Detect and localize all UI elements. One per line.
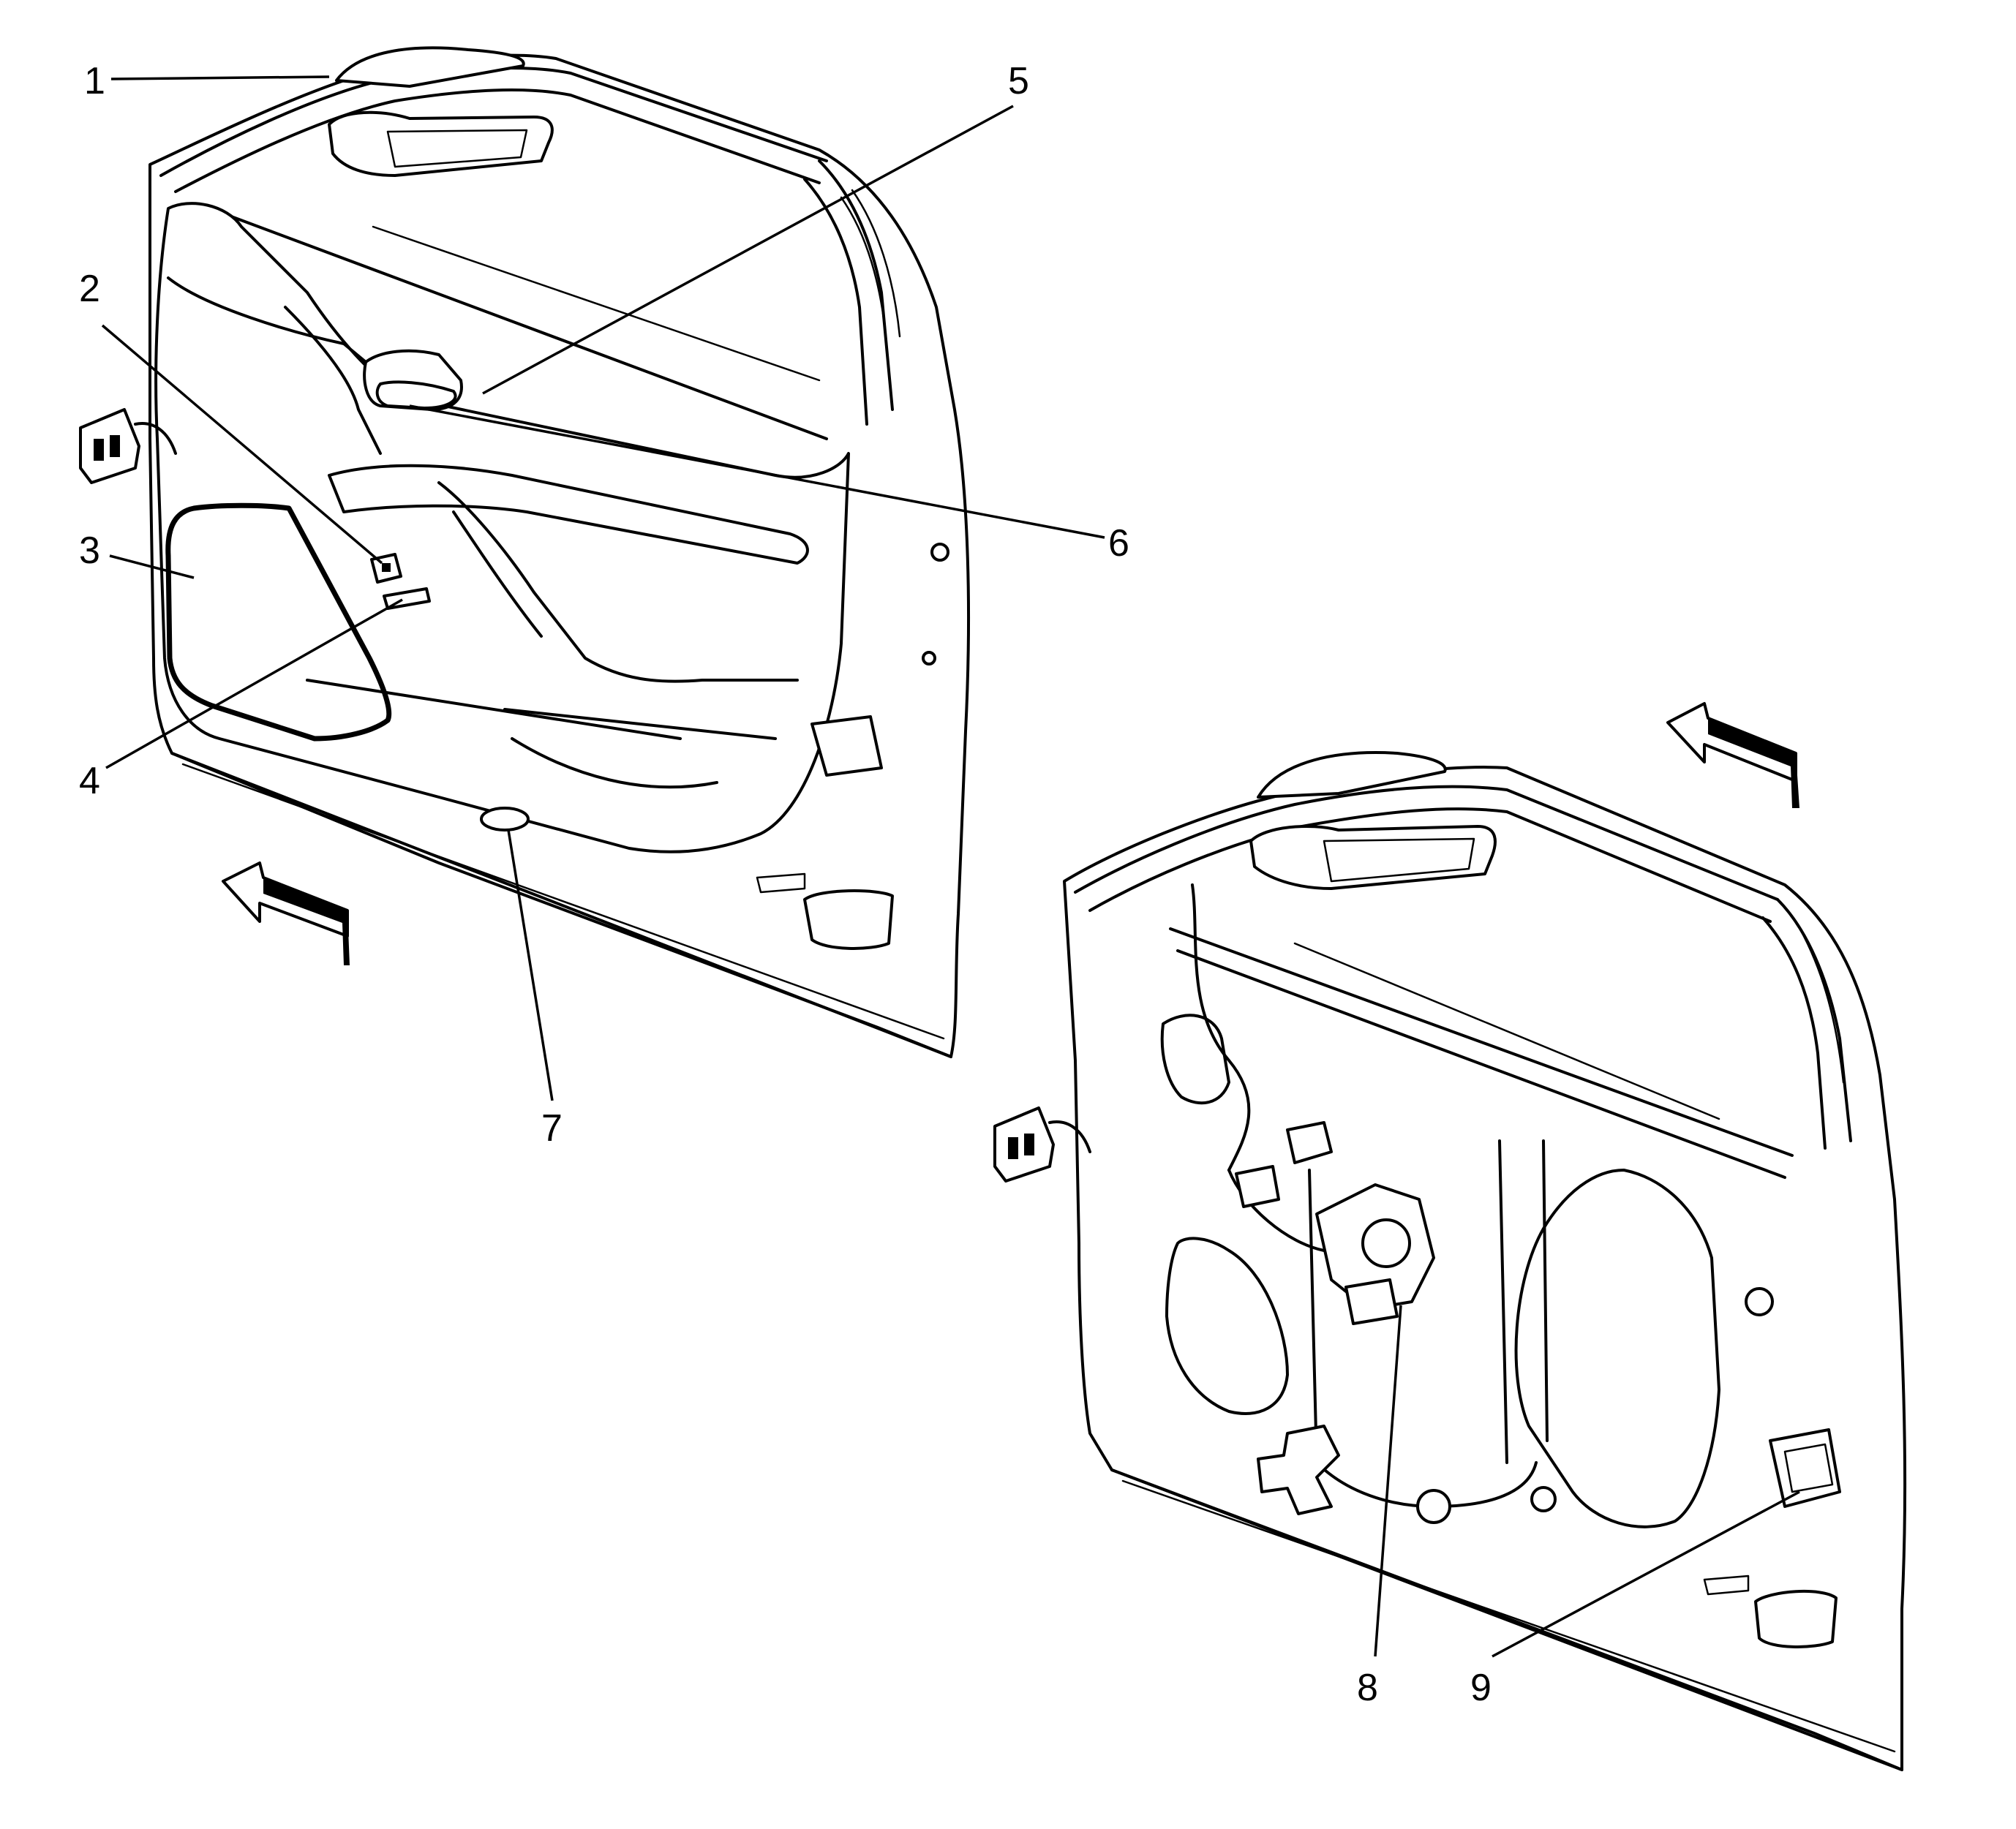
door-bottom-edge bbox=[170, 752, 952, 1058]
mirror-mount-opening-r bbox=[1249, 825, 1497, 890]
callout-7: 7 bbox=[541, 1107, 563, 1150]
leader-8 bbox=[1374, 1305, 1402, 1657]
door-vent-slot bbox=[756, 872, 806, 894]
forward-direction-arrow-right bbox=[1666, 702, 1799, 808]
callout-1: 1 bbox=[84, 60, 105, 102]
mirror-sail-cap-r bbox=[1257, 751, 1447, 799]
glass-channel-r bbox=[1293, 942, 1720, 1120]
door-edge-grommet bbox=[1745, 1287, 1774, 1316]
inner-harness-wire-2 bbox=[1227, 1169, 1325, 1252]
door-check-bracket bbox=[1783, 1443, 1834, 1493]
door-lower-pocket-r bbox=[1754, 1590, 1838, 1648]
leader-5 bbox=[482, 105, 1014, 395]
callout-9: 9 bbox=[1470, 1667, 1492, 1709]
leader-4 bbox=[105, 598, 403, 769]
b-pillar-detail-r bbox=[1794, 920, 1845, 1084]
regulator-rail-2 bbox=[1498, 1139, 1508, 1464]
door-edge-hole bbox=[930, 543, 949, 562]
connector-pin-r-2 bbox=[1024, 1134, 1034, 1155]
harness-wire-left bbox=[134, 422, 177, 455]
inner-harness-wire bbox=[1191, 883, 1251, 1172]
window-frame-inner-rail bbox=[174, 88, 821, 193]
door-vent-slot-r bbox=[1703, 1575, 1750, 1596]
trim-lower-line bbox=[503, 708, 777, 740]
door-bottom-edge-inner bbox=[181, 763, 945, 1040]
belt-line-r-2 bbox=[1176, 949, 1786, 1179]
callout-labels: 1 2 3 4 5 6 7 8 9 bbox=[79, 60, 1492, 1709]
panel-drain-hole bbox=[1416, 1489, 1451, 1524]
harness-connector-b bbox=[1235, 1165, 1280, 1208]
mirror-sail-cap bbox=[335, 46, 525, 88]
leader-3 bbox=[109, 554, 195, 579]
drain-plug bbox=[480, 807, 530, 831]
leader-9 bbox=[1492, 1490, 1800, 1658]
window-belt-line bbox=[218, 211, 828, 440]
door-edge-hole-2 bbox=[922, 651, 936, 665]
door-with-trim-panel-view bbox=[79, 46, 971, 1058]
callout-2: 2 bbox=[79, 268, 100, 310]
window-switch-button bbox=[382, 563, 391, 572]
trim-upper-sweep bbox=[167, 276, 411, 400]
window-channel-line bbox=[372, 225, 821, 382]
connector-pin-2 bbox=[110, 435, 120, 457]
b-pillar-inner bbox=[803, 178, 868, 426]
trim-lower-line-2 bbox=[306, 679, 682, 740]
regulator-motor-gear bbox=[1361, 1218, 1411, 1268]
armrest-pull-cup bbox=[437, 481, 799, 683]
connector-pin bbox=[94, 439, 104, 461]
panel-cross-stamp bbox=[1257, 1425, 1340, 1515]
harness-wire-right-view bbox=[1048, 1120, 1091, 1153]
callout-5: 5 bbox=[1008, 60, 1029, 102]
panel-hole bbox=[1530, 1486, 1557, 1512]
forward-direction-arrow-left bbox=[222, 861, 350, 965]
door-trim-panel bbox=[154, 202, 850, 853]
belt-line-r bbox=[1169, 927, 1794, 1157]
mirror-mount-inner-r bbox=[1323, 837, 1475, 883]
callout-leaders bbox=[101, 75, 1800, 1658]
door-check-link bbox=[810, 715, 883, 777]
leader-6 bbox=[409, 404, 1105, 539]
inside-handle bbox=[375, 380, 457, 410]
leader-2 bbox=[101, 324, 383, 565]
b-pillar-outer-r bbox=[1776, 898, 1852, 1142]
door-inner-panel-view bbox=[993, 702, 1907, 1771]
leader-1 bbox=[110, 75, 330, 80]
map-pocket-line bbox=[511, 737, 718, 789]
frame-upper-rail bbox=[1074, 785, 1779, 901]
b-pillar-outer bbox=[818, 159, 894, 411]
b-pillar-detail bbox=[840, 196, 888, 345]
mirror-mount-inner bbox=[386, 129, 528, 168]
speaker-grille bbox=[165, 502, 392, 742]
armrest-contour bbox=[452, 510, 543, 638]
trim-sweep-2 bbox=[284, 306, 382, 455]
door-lower-pocket bbox=[803, 889, 894, 950]
connector-pin-r bbox=[1008, 1137, 1018, 1159]
callout-3: 3 bbox=[79, 529, 100, 572]
regulator-motor-bracket bbox=[1344, 1278, 1399, 1325]
callout-4: 4 bbox=[79, 760, 100, 802]
leader-7 bbox=[507, 829, 554, 1101]
b-pillar-detail-2 bbox=[851, 189, 901, 338]
b-pillar-inner-r bbox=[1761, 916, 1827, 1150]
harness-connector-a bbox=[1286, 1121, 1333, 1164]
speaker-opening bbox=[1165, 1237, 1289, 1415]
callout-8: 8 bbox=[1357, 1667, 1378, 1709]
door-bottom-edge-inner-r bbox=[1121, 1479, 1896, 1753]
door-bottom-edge-r bbox=[1110, 1468, 1903, 1771]
regulator-rail-3 bbox=[1542, 1139, 1549, 1442]
callout-6: 6 bbox=[1108, 522, 1129, 565]
